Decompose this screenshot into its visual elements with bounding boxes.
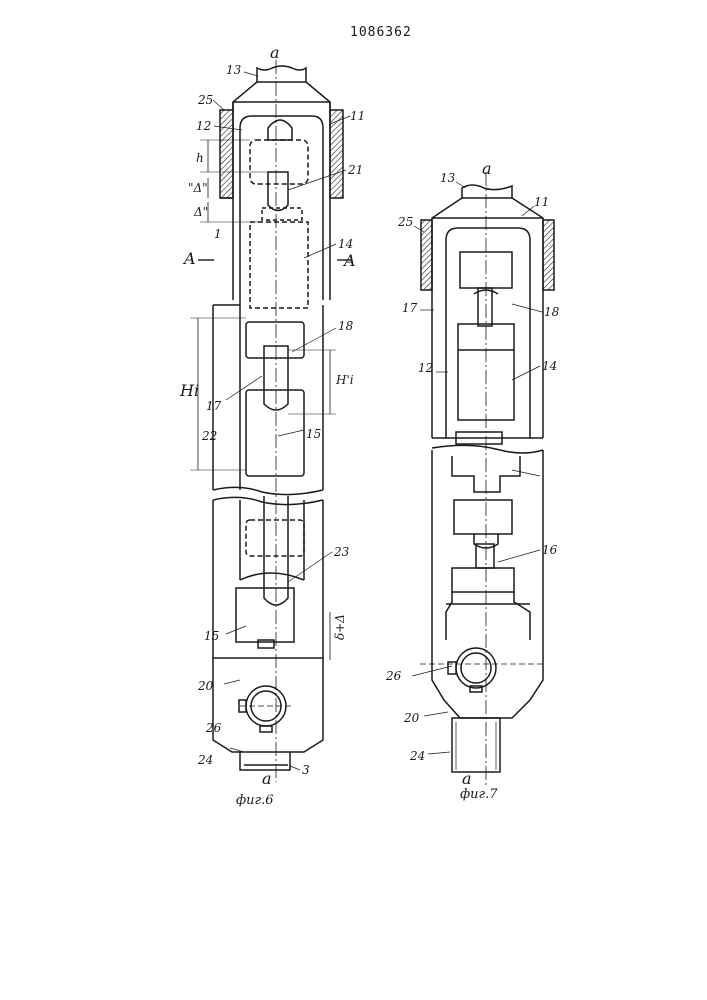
fig6-section-left: A	[182, 249, 196, 268]
housing-top	[233, 82, 330, 112]
fig6-axis-top: a	[270, 43, 280, 62]
fig7-label-18: 18	[544, 305, 560, 319]
fig6-label-Hpi: H'i	[335, 373, 354, 387]
fig6-caption: фиг.6	[236, 793, 274, 808]
fig6-label-12: 12	[196, 119, 211, 133]
fig7-caption: фиг.7	[460, 787, 498, 802]
fig7-label-14: 14	[542, 359, 557, 373]
fig7-label-26: 26	[385, 669, 402, 683]
fig7-axis-top: a	[482, 159, 492, 178]
fig7-label-12: 12	[418, 361, 433, 375]
collar-25-left	[220, 110, 233, 198]
fig6-label-d1: "Δ"	[188, 181, 208, 195]
block-15-upper	[246, 390, 304, 476]
fig6-label-13: 13	[226, 63, 242, 77]
fig6-label-gap: δ+Δ	[333, 614, 347, 640]
fig6-label-20: 20	[197, 679, 214, 693]
fig6-label-17: 17	[206, 399, 222, 413]
fig6-label-25: 25	[197, 93, 213, 107]
fig6-axis-bottom: a	[262, 769, 272, 788]
fig6-label-15b: 15	[204, 629, 219, 643]
fig7-label-20: 20	[403, 711, 420, 725]
fig7-label-16: 16	[542, 543, 558, 557]
fig6-section-right: A	[342, 251, 356, 270]
fig6-label-18: 18	[338, 319, 354, 333]
fig6-label-22: 22	[201, 429, 217, 443]
fig7-axis-bottom: a	[462, 769, 472, 788]
block-15-lower	[236, 588, 294, 642]
fig7-label-11: 11	[534, 195, 549, 209]
fig6-label-d2: Δ"	[193, 205, 208, 219]
fig6-label-26: 26	[205, 721, 222, 735]
fig6-label-23: 23	[333, 545, 350, 559]
pin-21	[268, 172, 288, 211]
fig6-label-14: 14	[338, 237, 353, 251]
fig7-label-25: 25	[397, 215, 413, 229]
figure-7-labels: a 13 11 25 17 18 12 14 16 26 20 24 a фиг…	[385, 159, 560, 802]
fig6-label-1: 1	[214, 227, 222, 241]
fig7-label-24: 24	[409, 749, 425, 763]
inner-frame-12	[240, 116, 323, 300]
fig6-label-21: 21	[347, 163, 363, 177]
fig6-label-24: 24	[197, 753, 213, 767]
shaft-13	[257, 66, 306, 82]
patent-number: 1086362	[350, 25, 412, 40]
fig7-pin-26	[456, 648, 496, 688]
block-14	[250, 222, 308, 308]
fig6-label-3: 3	[302, 763, 310, 777]
fig7-foot-24	[452, 718, 500, 772]
fig6-label-15a: 15	[306, 427, 321, 441]
fig6-label-h: h	[196, 151, 204, 165]
figure-6	[190, 60, 352, 782]
fig6-label-11: 11	[350, 109, 365, 123]
fig7-label-17: 17	[402, 301, 418, 315]
fig7-label-13: 13	[440, 171, 456, 185]
fig7-housing-top	[432, 198, 543, 438]
fig6-label-Hi: Hi	[179, 381, 199, 400]
figure-7	[412, 172, 554, 785]
